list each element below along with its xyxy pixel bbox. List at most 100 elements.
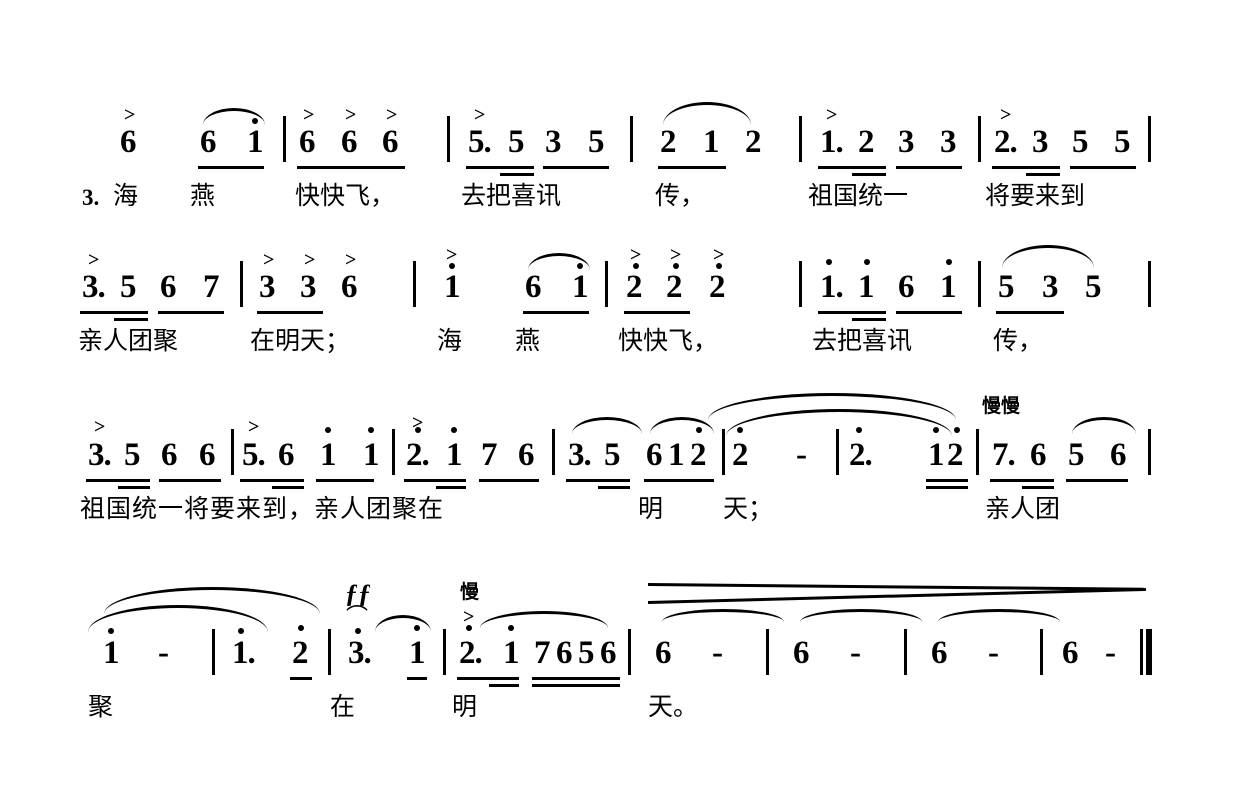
- note: 5: [1114, 124, 1131, 160]
- octave-dot-icon: [108, 628, 114, 634]
- barline: [1148, 429, 1151, 475]
- note: 2: [947, 437, 964, 473]
- slur-icon: [572, 417, 642, 434]
- note: 2.: [994, 124, 1018, 160]
- octave-dot-icon: [325, 427, 331, 433]
- beam-line: [257, 311, 323, 314]
- lyric: 祖国统一将要来到，亲人团聚在: [80, 496, 445, 523]
- note: 6: [931, 635, 948, 671]
- octave-dot-icon: [933, 427, 939, 433]
- beam-line: [658, 166, 726, 169]
- note: 5: [998, 269, 1015, 305]
- note: 1: [446, 437, 463, 473]
- barline: [628, 629, 631, 675]
- octave-dot-icon: [954, 427, 960, 433]
- slur-icon: [800, 609, 922, 622]
- fermata-icon: ⌒: [346, 605, 369, 630]
- note: 1: [503, 635, 520, 671]
- note: 6: [556, 635, 573, 671]
- note: 2: [745, 124, 762, 160]
- barline: [231, 429, 234, 475]
- note: 2: [666, 269, 683, 305]
- beam-line: [566, 479, 630, 482]
- note: 6: [655, 635, 672, 671]
- octave-dot-icon: [856, 427, 862, 433]
- beam-line: [1026, 173, 1060, 176]
- note: 6: [1110, 437, 1127, 473]
- decrescendo-hairpin-icon: [647, 583, 1146, 609]
- sustain-dash: -: [1105, 635, 1116, 671]
- note: 1: [668, 437, 685, 473]
- lyric: 在: [330, 694, 356, 721]
- lyric: 传，: [993, 328, 1044, 355]
- beam-line: [436, 486, 466, 489]
- octave-dot-icon: [451, 427, 457, 433]
- tempo-mark: 慢: [460, 582, 480, 603]
- slur-icon: [375, 615, 431, 632]
- octave-dot-icon: [737, 427, 743, 433]
- accent-icon: >: [304, 249, 316, 271]
- note: 1: [103, 635, 120, 671]
- octave-dot-icon: [449, 263, 455, 269]
- note: 6: [518, 437, 535, 473]
- barline: [212, 629, 215, 675]
- accent-icon: >: [446, 244, 458, 266]
- barline: [447, 116, 450, 162]
- note: 5: [588, 124, 605, 160]
- note: 6: [793, 635, 810, 671]
- note: 1: [363, 437, 380, 473]
- barline: [976, 429, 979, 475]
- lyric: 将要来到: [985, 183, 1086, 210]
- note: 3: [300, 269, 317, 305]
- beam-line: [457, 677, 519, 680]
- accent-icon: >: [670, 244, 682, 266]
- note: 1.: [820, 269, 844, 305]
- lyric: 去把喜讯: [812, 328, 913, 355]
- octave-dot-icon: [414, 625, 420, 631]
- lyric: 燕: [515, 328, 541, 355]
- beam-line: [644, 479, 714, 482]
- octave-dot-icon: [508, 625, 514, 631]
- note: 2: [709, 269, 726, 305]
- note: 5: [578, 635, 595, 671]
- beam-line: [852, 173, 886, 176]
- octave-dot-icon: [577, 263, 583, 269]
- beam-line: [992, 166, 1060, 169]
- barline: [799, 261, 802, 307]
- beam-line: [818, 311, 886, 314]
- note: 7: [534, 635, 551, 671]
- slur-icon: [480, 611, 608, 628]
- note: 2: [858, 124, 875, 160]
- slur-icon: [528, 253, 590, 270]
- note: 3: [898, 124, 915, 160]
- note: 3: [545, 124, 562, 160]
- barline: [630, 116, 633, 162]
- accent-icon: >: [630, 244, 642, 266]
- barline: [605, 261, 608, 307]
- slur-icon: [938, 609, 1060, 622]
- note: 7.: [992, 437, 1016, 473]
- accent-icon: >: [248, 416, 260, 438]
- note: 2: [732, 437, 749, 473]
- barline: [413, 261, 416, 307]
- beam-line: [86, 479, 150, 482]
- octave-dot-icon: [466, 625, 472, 631]
- barline: [240, 261, 243, 307]
- beam-line: [297, 166, 405, 169]
- beam-line: [1022, 486, 1054, 489]
- beam-line: [1070, 166, 1136, 169]
- beam-line: [818, 166, 886, 169]
- note: 2.: [849, 437, 873, 473]
- note: 3.: [348, 635, 372, 671]
- long-slur-icon: [104, 587, 320, 614]
- accent-icon: >: [826, 104, 838, 126]
- barline: [1148, 261, 1151, 307]
- lyric: 明: [452, 694, 478, 721]
- note: 2: [626, 269, 643, 305]
- note: 3: [259, 269, 276, 305]
- note: 6: [1030, 437, 1047, 473]
- beam-line: [489, 684, 519, 687]
- barline: [978, 261, 981, 307]
- octave-dot-icon: [355, 628, 361, 634]
